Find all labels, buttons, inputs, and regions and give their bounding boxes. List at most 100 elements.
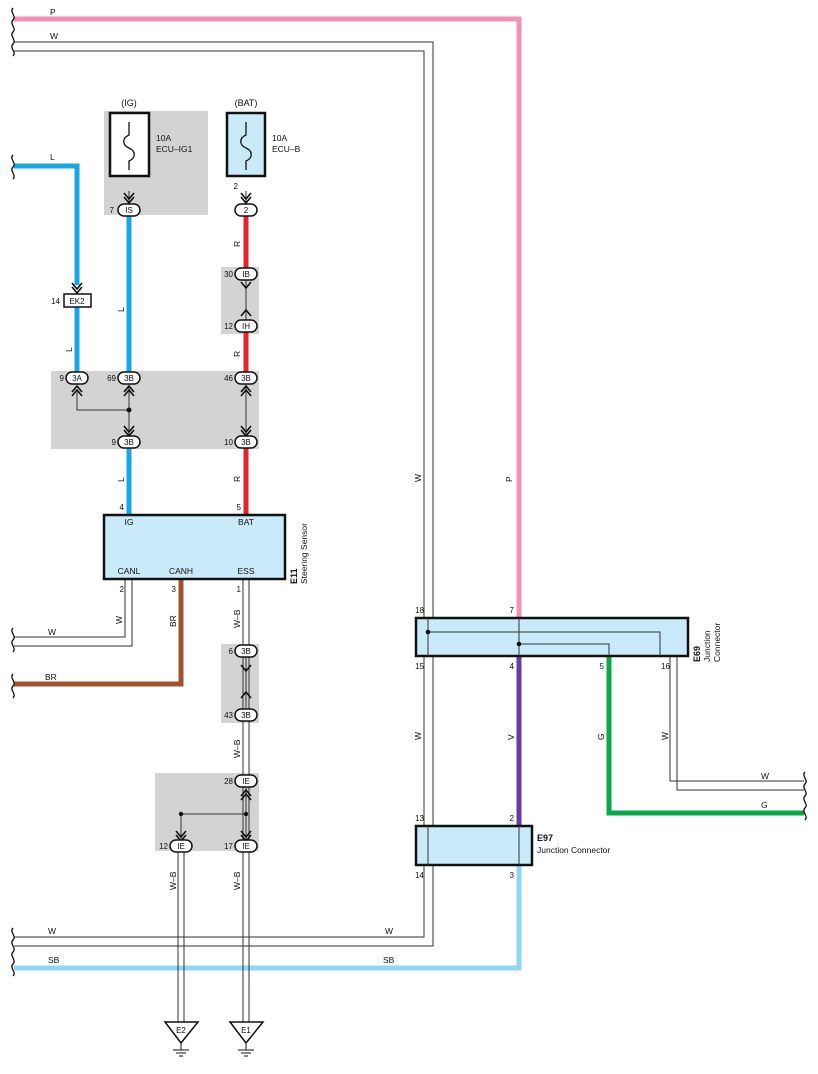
svg-text:4: 4: [120, 503, 125, 512]
svg-text:5: 5: [600, 662, 605, 671]
connector-3a: 3A 9: [60, 371, 89, 385]
connector-ie-28: IE 28: [224, 774, 258, 788]
svg-text:9: 9: [112, 438, 117, 447]
svg-text:W–B: W–B: [232, 871, 242, 890]
svg-text:2: 2: [120, 585, 125, 594]
fuse-ig-amp: 10A: [156, 133, 171, 143]
svg-text:SB: SB: [383, 955, 395, 965]
connector-3b-69: 3B 69: [107, 371, 141, 385]
svg-text:W: W: [48, 926, 56, 936]
splice-dots: [126, 407, 249, 817]
svg-text:CANL: CANL: [118, 566, 141, 576]
svg-text:46: 46: [224, 374, 233, 383]
wire-breaks: [11, 7, 807, 977]
fuse-ig: (IG) 10A ECU–IG1: [108, 98, 193, 178]
wire-l-left: [14, 163, 80, 285]
svg-text:5: 5: [237, 503, 242, 512]
svg-text:10: 10: [224, 438, 233, 447]
svg-text:R: R: [232, 351, 242, 357]
svg-text:W: W: [413, 732, 423, 740]
fuse-bat-amp: 10A: [272, 133, 287, 143]
connector-3b-46: 3B 46: [224, 371, 258, 385]
svg-text:L: L: [64, 347, 74, 352]
svg-text:13: 13: [415, 814, 424, 823]
wire-br: [14, 580, 184, 687]
fuse-ig-name: ECU–IG1: [156, 144, 193, 154]
svg-text:3B: 3B: [124, 438, 134, 447]
fuse-bat-name: ECU–B: [272, 144, 301, 154]
svg-text:3B: 3B: [241, 438, 251, 447]
svg-text:IE: IE: [242, 777, 250, 786]
fuse-ig-source: (IG): [121, 98, 137, 108]
svg-text:W: W: [385, 926, 393, 936]
junction-connector-e97: 13 2 14 3 E97 Junction Connector: [414, 814, 610, 880]
connector-is: IS 7: [110, 203, 141, 217]
steering-sensor: 4 5 IG BAT CANL CANH ESS 2 3 1 E11 Steer…: [102, 503, 309, 594]
svg-text:IG: IG: [125, 517, 134, 527]
svg-text:L: L: [50, 152, 55, 162]
ground-e2: E2: [163, 1021, 200, 1057]
svg-text:V: V: [506, 734, 516, 740]
svg-text:EK2: EK2: [69, 297, 85, 306]
svg-text:43: 43: [224, 711, 233, 720]
svg-text:P: P: [504, 476, 514, 482]
svg-text:69: 69: [107, 374, 116, 383]
svg-text:15: 15: [415, 662, 424, 671]
svg-text:7: 7: [110, 206, 115, 215]
svg-text:Connector: Connector: [712, 623, 722, 662]
svg-text:W–B: W–B: [168, 871, 178, 890]
svg-text:2: 2: [244, 206, 249, 215]
svg-text:W: W: [761, 771, 769, 781]
svg-text:W–B: W–B: [232, 739, 242, 758]
connector-ie-17: IE 17: [224, 839, 258, 853]
svg-text:BR: BR: [45, 672, 57, 682]
svg-text:ESS: ESS: [237, 566, 254, 576]
svg-text:P: P: [50, 7, 56, 17]
svg-text:14: 14: [51, 297, 60, 306]
sensor-name: Steering Sensor: [299, 523, 309, 584]
sensor-id: E11: [289, 568, 299, 584]
fuse-bat-pin: 2: [234, 182, 239, 191]
svg-text:R: R: [232, 241, 242, 247]
wire-p: [14, 16, 522, 618]
svg-text:W: W: [50, 31, 58, 41]
wire-sb: [14, 866, 522, 971]
shaded-regions: [51, 111, 259, 851]
e97-name: Junction Connector: [537, 845, 610, 855]
connector-3b-10: 3B 10: [224, 435, 258, 449]
svg-text:3B: 3B: [241, 374, 251, 383]
svg-text:IB: IB: [242, 270, 250, 279]
svg-text:3A: 3A: [72, 374, 82, 383]
svg-text:BR: BR: [168, 615, 178, 627]
connector-ib: IB 30: [224, 267, 258, 281]
svg-text:W: W: [48, 627, 56, 637]
svg-text:IH: IH: [242, 322, 250, 331]
svg-text:E1: E1: [241, 1026, 251, 1035]
wire-g: [606, 656, 804, 816]
svg-text:IE: IE: [242, 842, 250, 851]
svg-text:BAT: BAT: [238, 517, 254, 527]
svg-text:Junction: Junction: [702, 630, 712, 662]
svg-text:7: 7: [510, 606, 515, 615]
connector-3b-9: 3B 9: [112, 435, 141, 449]
svg-text:3: 3: [172, 585, 177, 594]
svg-text:9: 9: [60, 374, 65, 383]
svg-text:2: 2: [510, 814, 515, 823]
connector-3b-43: 3B 43: [224, 708, 258, 722]
ground-e1: E1: [228, 1021, 265, 1057]
chevrons: [71, 192, 252, 843]
svg-text:W: W: [413, 474, 423, 482]
svg-text:30: 30: [224, 270, 233, 279]
connector-ih: IH 12: [224, 319, 258, 333]
svg-text:14: 14: [415, 871, 424, 880]
e97-id: E97: [537, 833, 553, 843]
svg-text:G: G: [761, 800, 768, 810]
svg-text:W: W: [114, 616, 124, 624]
svg-text:W: W: [660, 732, 670, 740]
svg-text:L: L: [116, 307, 126, 312]
fuse-bat-icon: [240, 122, 252, 170]
svg-text:3: 3: [510, 871, 515, 880]
connector-bat-2: 2: [234, 203, 258, 217]
junction-connector-e69: 18 7 15 4 5 16 E69 Junction Connector: [414, 606, 722, 671]
